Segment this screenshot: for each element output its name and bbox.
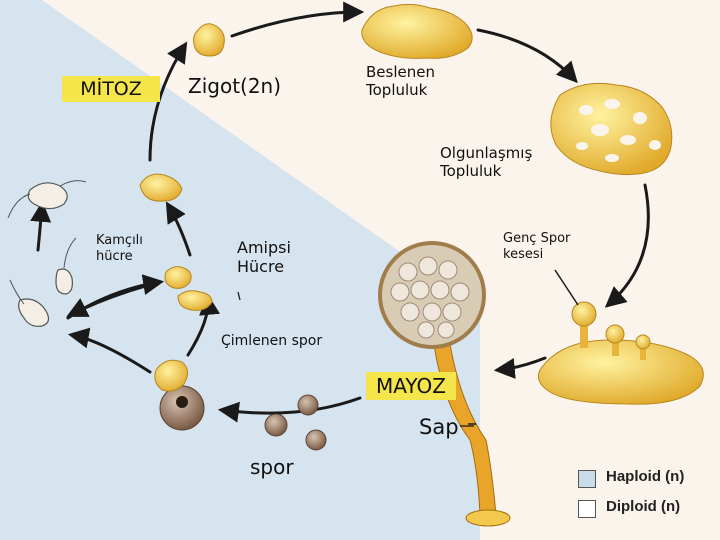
young-sporangium-label: Genç Spor kesesi bbox=[503, 231, 571, 262]
arrow-sporangium-to-meiosis bbox=[493, 356, 547, 379]
legend-diploid-swatch bbox=[578, 500, 596, 518]
arrow-amoeba-up bbox=[165, 201, 192, 257]
arrow-mature-to-sporangium bbox=[604, 183, 650, 308]
zygote-cell bbox=[193, 23, 225, 57]
arrow-feeding-to-mature bbox=[476, 28, 578, 84]
young-sporangia bbox=[537, 269, 704, 405]
arrow-flagellate-cycle bbox=[30, 200, 52, 252]
flagellate-cells bbox=[18, 182, 73, 327]
stalk-label: Sap bbox=[419, 415, 459, 439]
legend-diploid-label: Diploid (n) bbox=[606, 498, 681, 515]
zygote-label: Zigot(2n) bbox=[188, 74, 282, 98]
germinating-spore bbox=[154, 359, 205, 431]
cycle-arrows bbox=[30, 1, 650, 423]
feeding-plasmodium bbox=[361, 3, 473, 59]
meiosis-label: MAYOZ bbox=[366, 372, 456, 400]
feeding-colony-label: Beslenen Topluluk bbox=[366, 63, 435, 99]
germinating-spore-label: Çimlenen spor bbox=[221, 333, 323, 349]
legend-haploid-label: Haploid (n) bbox=[606, 468, 685, 485]
legend-haploid-swatch bbox=[578, 470, 596, 488]
arrow-spore-to-flagellate bbox=[67, 327, 152, 374]
flagellate-cell-label: Kamçılı hücre bbox=[96, 233, 143, 264]
amoeboid-cell-label: Amipsi Hücre bbox=[237, 238, 291, 277]
mitosis-label: MİTOZ bbox=[62, 76, 160, 102]
amoeboid-cells bbox=[139, 173, 213, 311]
spore-label: spor bbox=[250, 455, 294, 479]
mature-colony-label: Olgunlaşmış Topluluk bbox=[440, 144, 533, 180]
mature-plasmodium bbox=[550, 82, 673, 176]
spores bbox=[264, 394, 327, 451]
arrow-zigot-to-feeding bbox=[230, 1, 365, 38]
arrow-meiosis-to-spores bbox=[217, 396, 362, 423]
haploid-region bbox=[0, 0, 480, 540]
pointer-lines bbox=[237, 291, 474, 427]
flagella bbox=[7, 180, 87, 305]
arrow-amoeba-to-flagellate bbox=[66, 280, 162, 317]
